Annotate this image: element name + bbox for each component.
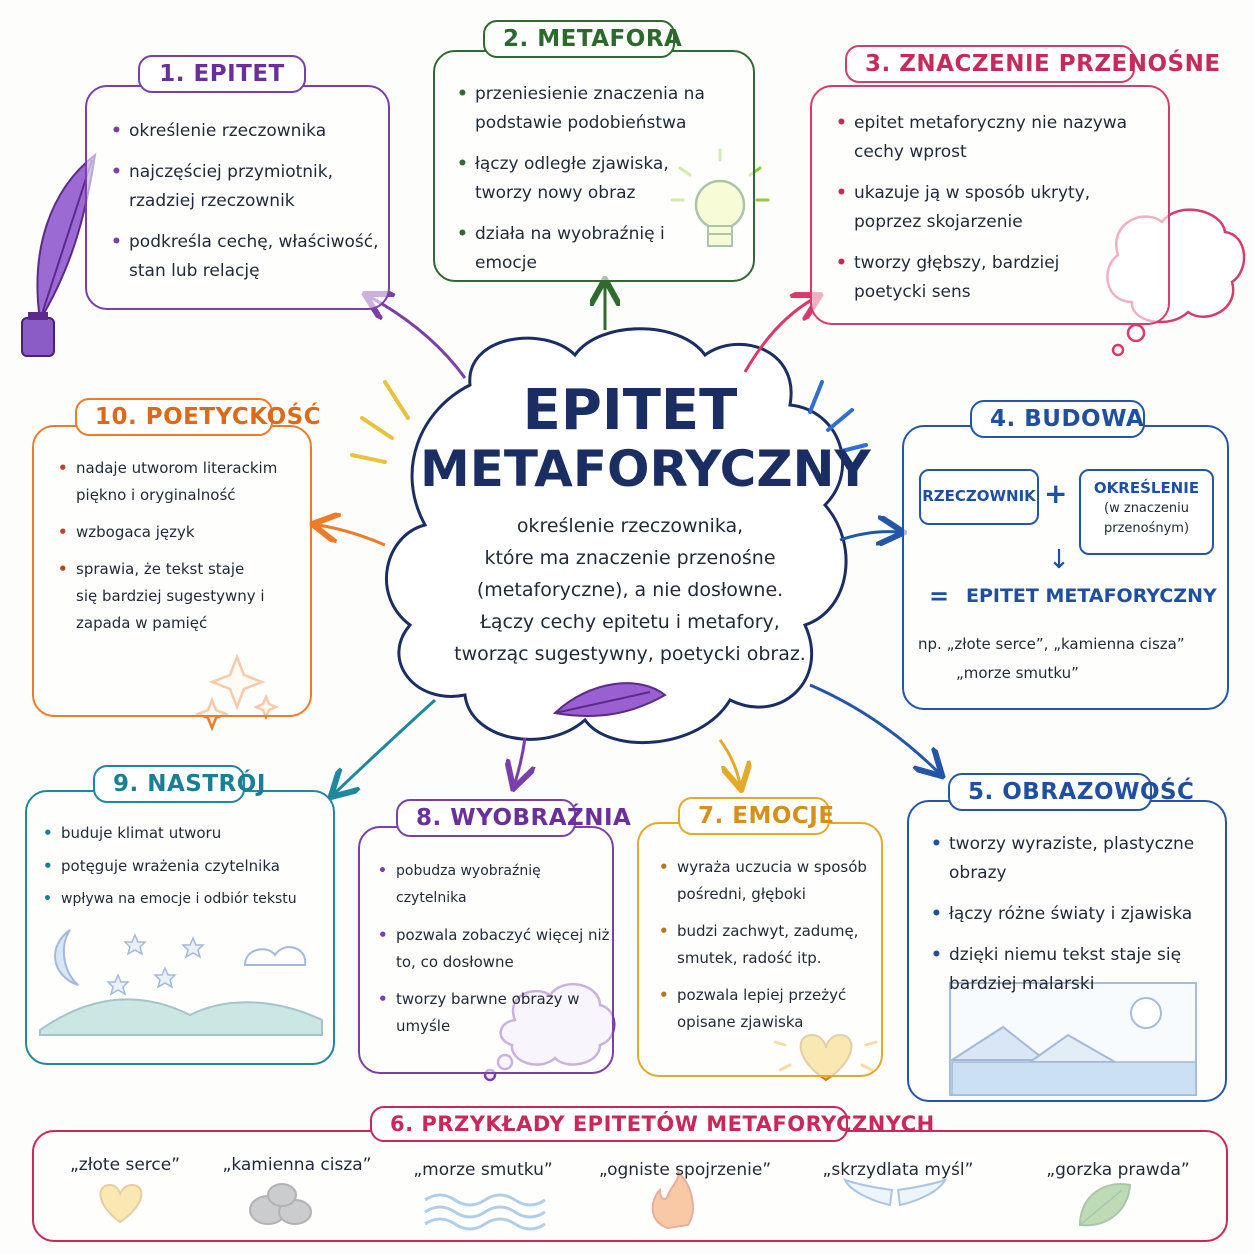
node-obrazowosc-title: 5. OBRAZOWOŚĆ bbox=[948, 773, 1194, 811]
center-desc-line: (metaforyczne), a nie dosłowne. bbox=[476, 579, 784, 601]
node-budowa-title: 4. BUDOWA bbox=[970, 400, 1145, 438]
node-epitet: określenie rzeczownika najczęściej przym… bbox=[85, 85, 390, 310]
list-item: buduje klimat utworu bbox=[41, 820, 333, 847]
center-title-line2: METAFORYCZNY bbox=[420, 440, 871, 498]
znaczenie-points: epitet metaforyczny nie nazywa cechy wpr… bbox=[834, 109, 1154, 319]
wyobraznia-points: pobudza wyobraźnię czytelnika pozwala zo… bbox=[376, 858, 611, 1050]
list-item: pozwala lepiej przeżyć opisane zjawiska bbox=[657, 982, 877, 1036]
node-znaczenie: epitet metaforyczny nie nazywa cechy wpr… bbox=[810, 85, 1170, 325]
list-item: ukazuje ją w sposób ukryty, poprzez skoj… bbox=[834, 179, 1154, 237]
emocje-points: wyraża uczucia w sposób pośredni, głębok… bbox=[657, 854, 877, 1046]
center-title-line1: EPITET bbox=[522, 378, 738, 443]
node-przyklady-title: 6. PRZYKŁADY EPITETÓW METAFORYCZNYCH bbox=[370, 1106, 934, 1142]
node-emocje-title: 7. EMOCJE bbox=[678, 797, 834, 835]
node-obrazowosc: tworzy wyraziste, plastyczne obrazy łącz… bbox=[907, 800, 1227, 1102]
arrow-to-budowa bbox=[839, 532, 898, 540]
node-wyobraznia: pobudza wyobraźnię czytelnika pozwala zo… bbox=[358, 826, 614, 1074]
list-item: wzbogaca język bbox=[56, 519, 306, 546]
feather-icon-center bbox=[552, 682, 667, 717]
budowa-modifier-note: (w znaczeniu przenośnym) bbox=[1103, 501, 1190, 536]
down-arrow-icon: ↓ bbox=[1048, 545, 1070, 575]
list-item: określenie rzeczownika bbox=[109, 117, 379, 146]
sparkle-lines-right bbox=[808, 380, 868, 454]
list-item: nadaje utworom literackim piękno i orygi… bbox=[56, 455, 306, 509]
center-desc-line: określenie rzeczownika, bbox=[516, 515, 744, 537]
center-desc-line: Łączy cechy epitetu i metafory, bbox=[480, 611, 780, 633]
list-item: pobudza wyobraźnię czytelnika bbox=[376, 858, 611, 912]
arrow-to-znaczenie bbox=[743, 298, 815, 373]
example-label: „gorzka prawda” bbox=[1046, 1160, 1190, 1180]
list-item: sprawia, że tekst staje się bardziej sug… bbox=[56, 556, 266, 637]
budowa-modifier-box: OKREŚLENIE (w znaczeniu przenośnym) bbox=[1079, 469, 1214, 555]
list-item: pozwala zobaczyć więcej niż to, co dosło… bbox=[376, 922, 611, 976]
list-item: tworzy głębszy, bardziej poetycki sens bbox=[834, 249, 1094, 307]
quill-icon bbox=[21, 152, 97, 357]
epitet-points: określenie rzeczownika najczęściej przym… bbox=[109, 117, 379, 298]
example-label: „kamienna cisza” bbox=[222, 1155, 372, 1175]
arrow-to-wyobraznia bbox=[515, 737, 525, 783]
list-item: przeniesienie znaczenia na podstawie pod… bbox=[455, 80, 725, 138]
center-description: określenie rzeczownika, które ma znaczen… bbox=[430, 510, 830, 670]
list-item: epitet metaforyczny nie nazywa cechy wpr… bbox=[834, 109, 1154, 167]
budowa-example-line2: „morze smutku” bbox=[956, 664, 1079, 682]
node-nastroj-title: 9. NASTRÓJ bbox=[93, 765, 265, 803]
nastroj-points: buduje klimat utworu potęguje wrażenia c… bbox=[41, 820, 333, 923]
node-wyobraznia-title: 8. WYOBRAŹNIA bbox=[396, 799, 631, 837]
list-item: potęguje wrażenia czytelnika bbox=[41, 853, 333, 880]
list-item: wyraża uczucia w sposób pośredni, głębok… bbox=[657, 854, 877, 908]
list-item: budzi zachwyt, zadumę, smutek, radość it… bbox=[657, 918, 877, 972]
node-znaczenie-title: 3. ZNACZENIE PRZENOŚNE bbox=[845, 45, 1220, 83]
budowa-noun-box: RZECZOWNIK bbox=[919, 469, 1039, 525]
arrow-to-emocje bbox=[718, 739, 740, 784]
node-metafora: przeniesienie znaczenia na podstawie pod… bbox=[433, 50, 755, 282]
center-cloud bbox=[385, 327, 848, 745]
center-desc-line: tworząc sugestywny, poetycki obraz. bbox=[454, 643, 806, 665]
center-desc-line: które ma znaczenie przenośne bbox=[484, 547, 776, 569]
node-poetyckosc: nadaje utworom literackim piękno i orygi… bbox=[32, 425, 312, 717]
arrow-to-nastroj bbox=[335, 698, 437, 793]
list-item: podkreśla cechę, właściwość, stan lub re… bbox=[109, 228, 379, 286]
budowa-equals: = bbox=[929, 582, 950, 610]
budowa-plus: + bbox=[1044, 477, 1068, 510]
node-budowa: RZECZOWNIK + OKREŚLENIE (w znaczeniu prz… bbox=[902, 425, 1229, 710]
list-item: najczęściej przymiotnik, rzadziej rzeczo… bbox=[109, 158, 379, 216]
node-przyklady bbox=[32, 1130, 1228, 1242]
example-label: „złote serce” bbox=[69, 1155, 181, 1175]
example-label: „ogniste spojrzenie” bbox=[598, 1160, 772, 1180]
list-item: łączy różne światy i zjawiska bbox=[929, 900, 1219, 929]
metafora-points: przeniesienie znaczenia na podstawie pod… bbox=[455, 80, 725, 290]
budowa-result: EPITET METAFORYCZNY bbox=[966, 585, 1217, 607]
node-nastroj: buduje klimat utworu potęguje wrażenia c… bbox=[25, 790, 335, 1065]
arrow-to-epitet bbox=[370, 297, 467, 379]
list-item: tworzy wyraziste, plastyczne obrazy bbox=[929, 830, 1219, 888]
list-item: łączy odległe zjawiska, tworzy nowy obra… bbox=[455, 150, 725, 208]
arrow-to-obrazowosc bbox=[809, 683, 938, 772]
budowa-example-line1: np. „złote serce”, „kamienna cisza” bbox=[918, 635, 1185, 653]
node-epitet-title: 1. EPITET bbox=[138, 55, 306, 93]
budowa-modifier: OKREŚLENIE bbox=[1093, 479, 1200, 497]
node-metafora-title: 2. METAFORA bbox=[483, 20, 682, 58]
list-item: tworzy barwne obrazy w umyśle bbox=[376, 986, 611, 1040]
list-item: wpływa na emocje i odbiór tekstu bbox=[41, 886, 333, 913]
arrow-to-poetyckosc bbox=[318, 525, 386, 547]
poetyckosc-points: nadaje utworom literackim piękno i orygi… bbox=[56, 455, 306, 647]
obrazowosc-points: tworzy wyraziste, plastyczne obrazy łącz… bbox=[929, 830, 1219, 1011]
example-label: „skrzydlata myśl” bbox=[822, 1160, 974, 1180]
sparkle-lines-left bbox=[350, 380, 410, 464]
list-item: dzięki niemu tekst staje się bardziej ma… bbox=[929, 941, 1219, 999]
list-item: działa na wyobraźnię i emocje bbox=[455, 220, 675, 278]
node-emocje: wyraża uczucia w sposób pośredni, głębok… bbox=[637, 822, 883, 1077]
node-poetyckosc-title: 10. POETYCKOŚĆ bbox=[75, 398, 321, 436]
example-label: „morze smutku” bbox=[413, 1160, 553, 1180]
